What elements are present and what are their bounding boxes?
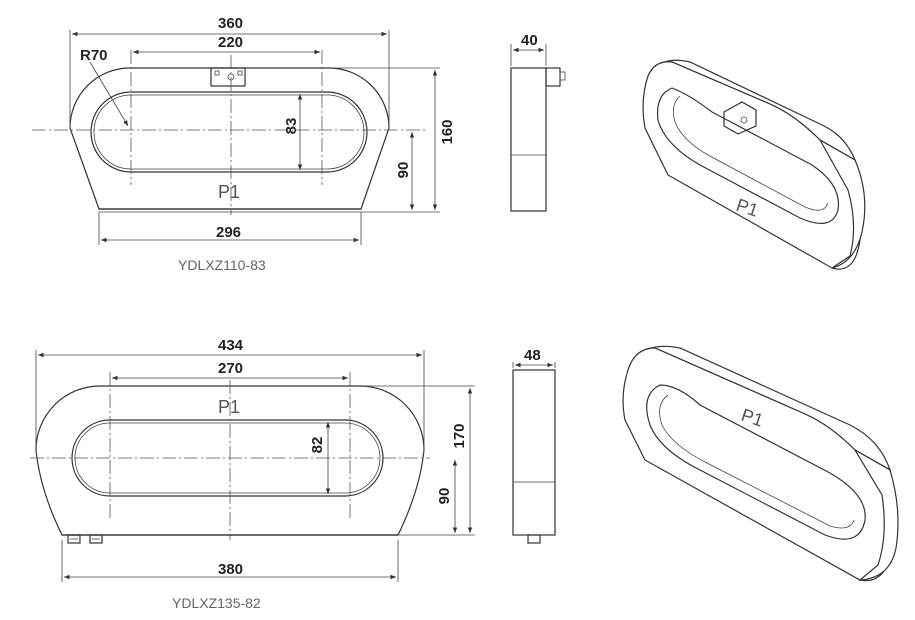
model-a-radius-leader <box>89 61 129 127</box>
model-b-dim-outer-width: 434 <box>218 337 244 354</box>
model-a-terminal-pin-2 <box>237 70 243 76</box>
model-b-iso-window-depth <box>659 394 855 529</box>
model-b-dim-base-width: 380 <box>218 561 243 578</box>
model-b-side-view: 48 <box>512 347 556 544</box>
model-a-marking: P1 <box>218 182 240 202</box>
model-a-dim-outer-width: 360 <box>218 15 243 32</box>
model-b-terminal-2 <box>89 534 103 544</box>
model-b-terminal-1 <box>67 534 81 544</box>
model-b-window-outline <box>71 419 384 497</box>
model-a-isometric-view: P1 <box>642 59 866 270</box>
model-a-front-view: P1 360 220 R70 83 160 90 296 YDLXZ110-83 <box>32 15 456 273</box>
model-a-dim-window-width: 220 <box>218 34 243 51</box>
model-a-dim-radius: R70 <box>80 47 108 64</box>
model-b-dim-half-height: 90 <box>436 488 453 505</box>
model-a-terminal-box <box>210 67 246 87</box>
model-a-terminal-pin <box>214 70 220 76</box>
model-b-side-body <box>512 369 556 536</box>
model-b-dim-thickness: 48 <box>524 347 541 364</box>
model-a-iso-window <box>656 87 840 225</box>
model-a-caption: YDLXZ110-83 <box>178 257 266 273</box>
model-a-side-terminal <box>545 67 561 87</box>
model-b-isometric-view: P1 <box>622 345 899 582</box>
model-b-iso-side-face <box>853 448 899 581</box>
model-b-front-view: P1 434 270 82 170 90 380 YDLXZ135-82 <box>30 337 475 611</box>
model-a-dim-base-width: 296 <box>216 224 241 241</box>
model-b-window-inner <box>74 422 381 494</box>
model-b-caption: YDLXZ135-82 <box>172 595 261 611</box>
model-a-side-body <box>510 67 547 212</box>
model-b-marking: P1 <box>218 397 240 417</box>
model-a-iso-screw-icon <box>740 116 748 124</box>
model-a-dim-half-height: 90 <box>395 162 412 179</box>
model-b-dim-window-width: 270 <box>218 360 243 377</box>
model-a-side-view: 40 <box>510 32 566 212</box>
model-a-dim-window-height: 83 <box>283 118 300 135</box>
model-a-iso-terminal <box>723 101 757 135</box>
model-a-side-terminal-pin <box>559 71 566 81</box>
model-b-iso-window <box>646 384 866 540</box>
model-b-side-terminal <box>527 534 541 544</box>
model-a-dim-total-height: 160 <box>439 119 456 144</box>
model-a-window-outline <box>90 91 368 173</box>
model-b-dim-window-height: 82 <box>309 437 326 454</box>
model-a-iso-side-face <box>818 138 866 269</box>
model-b-dim-total-height: 170 <box>451 423 468 448</box>
model-a-window-inner <box>93 94 365 170</box>
model-a-iso-window-depth <box>672 95 829 211</box>
model-a-dim-thickness: 40 <box>521 32 538 49</box>
